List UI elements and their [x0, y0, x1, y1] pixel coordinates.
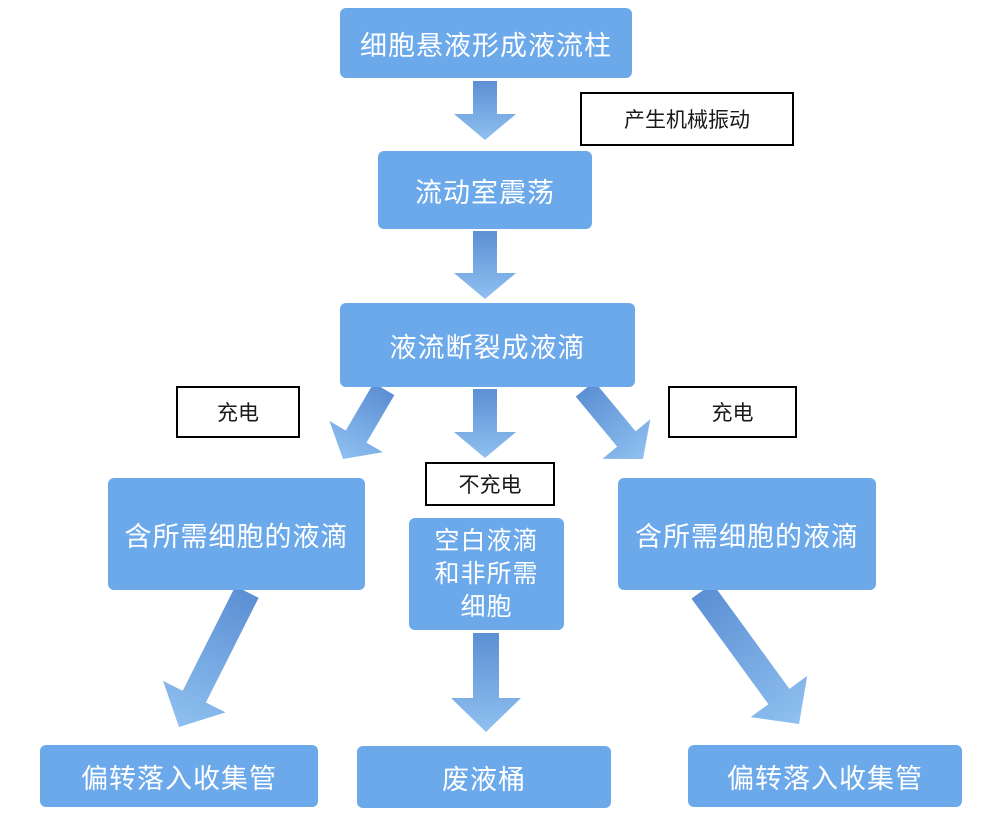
down-arrow-break-to-center-droplet [454, 389, 516, 458]
down-right-arrow-break-to-right-droplet [575, 381, 651, 459]
side-label-no-charge: 不充电 [425, 462, 555, 506]
flow-node-stream-breaks-into-droplets: 液流断裂成液滴 [340, 303, 635, 387]
side-label-mechanical-vibration: 产生机械振动 [580, 92, 794, 146]
flow-node-flow-chamber-oscillation: 流动室震荡 [378, 151, 592, 229]
flow-node-droplets-with-target-cells-left: 含所需细胞的液滴 [108, 478, 365, 590]
down-arrow-droplet-to-waste [451, 633, 521, 732]
flow-node-waste-bucket: 废液桶 [357, 746, 611, 808]
flow-node-droplets-with-target-cells-right: 含所需细胞的液滴 [618, 478, 876, 590]
flow-node-deflect-into-collection-tube-left: 偏转落入收集管 [40, 745, 318, 807]
down-left-arrow-break-to-left-droplet [329, 382, 395, 460]
side-label-charge-left: 充电 [176, 386, 300, 438]
flow-node-deflect-into-collection-tube-right: 偏转落入收集管 [688, 745, 962, 807]
down-right-arrow-droplet-to-collect [691, 583, 808, 725]
down-arrow-chamber-to-break [454, 231, 516, 299]
down-left-arrow-droplet-to-collect [163, 586, 259, 728]
flow-node-blank-droplets-unwanted-cells: 空白液滴 和非所需 细胞 [409, 518, 564, 630]
flow-node-cell-suspension: 细胞悬液形成液流柱 [340, 8, 632, 78]
side-label-charge-right: 充电 [668, 386, 797, 438]
down-arrow-top-to-chamber [454, 81, 516, 140]
